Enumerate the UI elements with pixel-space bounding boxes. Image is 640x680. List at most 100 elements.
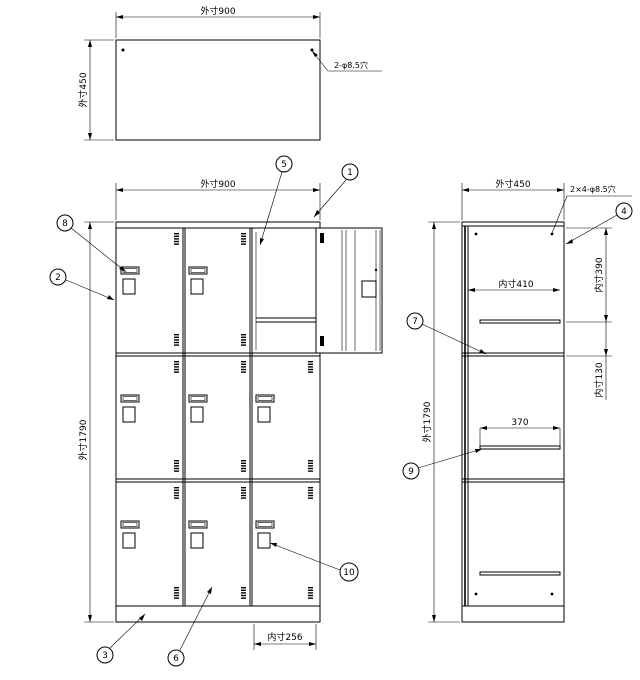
vent-slot xyxy=(241,341,246,344)
side-inner-depth-dimension: 内寸410 xyxy=(468,278,560,292)
vent-slot xyxy=(174,238,179,240)
name-plate xyxy=(188,266,208,275)
vent-slot xyxy=(241,344,246,346)
locker-door xyxy=(188,233,246,346)
vent-slot xyxy=(174,492,179,494)
svg-text:8: 8 xyxy=(62,219,68,229)
side-inner-gap-dimension: 内寸130 xyxy=(566,322,612,400)
vent-slot xyxy=(241,361,246,363)
vent-slot xyxy=(174,339,179,341)
vent-slot xyxy=(241,594,246,597)
side-shelf-dimension: 370 xyxy=(479,418,561,446)
balloon-5: 5 xyxy=(259,155,293,246)
vent-slot xyxy=(308,363,313,365)
name-plate xyxy=(255,520,275,529)
top-width-dimension: 外寸900 xyxy=(115,5,321,38)
vent-slot xyxy=(241,371,246,373)
vent-slot xyxy=(308,587,313,589)
vent-slot xyxy=(174,366,179,368)
svg-text:9: 9 xyxy=(408,467,414,477)
vent-slot xyxy=(174,470,179,472)
vent-slot xyxy=(174,240,179,243)
balloon-9: 9 xyxy=(402,448,483,480)
vent-slot xyxy=(174,344,179,346)
vent-slot xyxy=(241,589,246,591)
vent-slot xyxy=(174,361,179,363)
vent-slot xyxy=(241,238,246,240)
side-depth-label: 外寸450 xyxy=(495,178,530,190)
vent-slot xyxy=(308,497,313,499)
vent-slot xyxy=(241,339,246,341)
locker-door xyxy=(255,487,313,599)
open-door-panel xyxy=(315,227,383,354)
door-handle xyxy=(190,406,204,423)
vent-slot xyxy=(241,336,246,338)
vent-slot xyxy=(174,460,179,462)
locker-door xyxy=(188,487,246,599)
vent-slot xyxy=(174,243,179,245)
side-inner-height-label: 内寸390 xyxy=(593,257,605,292)
top-view-outline xyxy=(115,39,321,141)
vent-slot xyxy=(308,597,313,599)
side-inner-depth-label: 内寸410 xyxy=(498,278,533,290)
top-view: 外寸900 外寸450 2-φ8.5穴 xyxy=(77,5,382,141)
vent-slot xyxy=(241,363,246,365)
vent-slot xyxy=(241,243,246,245)
vent-slot xyxy=(174,341,179,344)
vent-slot xyxy=(241,366,246,368)
svg-text:3: 3 xyxy=(102,651,108,661)
top-depth-label: 外寸450 xyxy=(77,72,89,107)
svg-text:2: 2 xyxy=(55,273,61,283)
vent-slot xyxy=(174,235,179,237)
side-shelf-label: 370 xyxy=(511,418,528,428)
top-hole-label: 2-φ8.5穴 xyxy=(334,60,368,70)
vent-slot xyxy=(308,489,313,491)
balloon-4: 4 xyxy=(565,202,633,245)
top-mount-hole-left xyxy=(121,48,125,52)
vent-slot xyxy=(241,492,246,494)
svg-text:6: 6 xyxy=(173,654,179,664)
front-width-label: 外寸900 xyxy=(200,178,235,190)
side-height-dimension: 外寸1790 xyxy=(421,221,460,623)
vent-slot xyxy=(174,594,179,597)
locker-door xyxy=(120,361,179,472)
name-plate xyxy=(120,394,140,403)
side-hole-callout: 2×4-φ8.5穴 xyxy=(551,184,632,234)
vent-slot xyxy=(241,470,246,472)
vent-slot xyxy=(241,587,246,589)
vent-slot xyxy=(174,368,179,371)
vent-slot xyxy=(308,465,313,467)
open-compartment xyxy=(255,232,317,350)
door-handle xyxy=(122,278,136,295)
vent-slot xyxy=(308,460,313,462)
door-handle xyxy=(122,406,136,423)
svg-text:1: 1 xyxy=(347,168,353,178)
front-inner-width-label: 内寸256 xyxy=(267,631,302,643)
vent-slot xyxy=(308,589,313,591)
top-depth-dimension: 外寸450 xyxy=(77,39,114,141)
vent-slot xyxy=(241,494,246,497)
vent-slot xyxy=(174,371,179,373)
name-plate xyxy=(188,394,208,403)
vent-slot xyxy=(308,371,313,373)
vent-slot xyxy=(308,361,313,363)
side-height-label: 外寸1790 xyxy=(421,401,433,442)
door-handle xyxy=(122,532,136,549)
vent-slot xyxy=(241,368,246,371)
vent-slot xyxy=(174,587,179,589)
vent-slot xyxy=(241,489,246,491)
vent-slot xyxy=(174,363,179,365)
vent-slot xyxy=(308,368,313,371)
vent-slot xyxy=(308,487,313,489)
balloon-3: 3 xyxy=(96,613,146,664)
vent-slot xyxy=(174,489,179,491)
side-inner-gap-label: 内寸130 xyxy=(593,362,605,397)
name-plate xyxy=(120,266,140,275)
top-hole-callout: 2-φ8.5穴 xyxy=(311,50,382,72)
vent-slot xyxy=(241,233,246,235)
vent-slot xyxy=(174,465,179,467)
vent-slot xyxy=(174,334,179,336)
svg-text:5: 5 xyxy=(281,160,287,170)
vent-slot xyxy=(174,497,179,499)
